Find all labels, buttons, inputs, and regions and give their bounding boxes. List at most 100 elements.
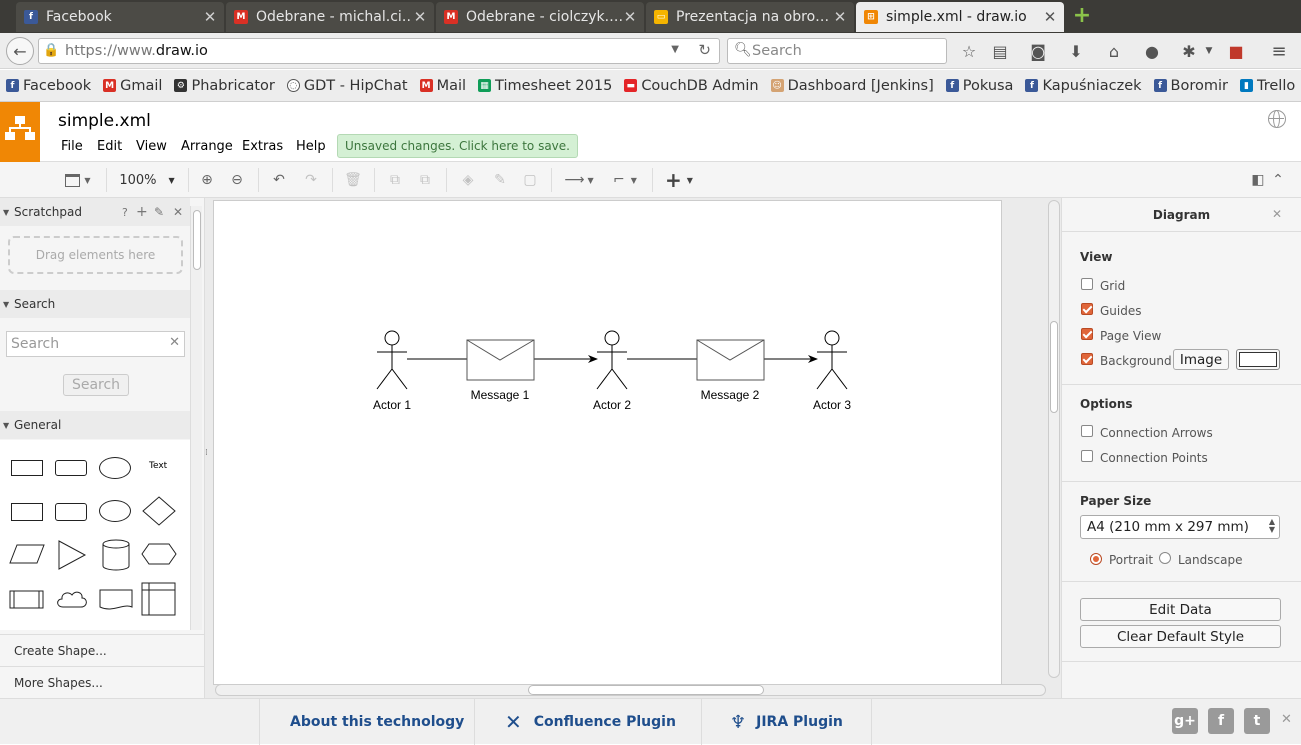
- message-label[interactable]: Message 1: [471, 388, 530, 402]
- reading-list-icon[interactable]: ▤: [992, 41, 1008, 61]
- close-icon[interactable]: ✕: [173, 205, 184, 219]
- to-back-icon[interactable]: ⧉: [420, 172, 430, 188]
- extension-icon[interactable]: ✱: [1182, 41, 1196, 61]
- paper-size-select[interactable]: A4 (210 mm x 297 mm) ▲▼: [1080, 515, 1280, 539]
- waypoints-button[interactable]: ⌐▼: [606, 170, 644, 190]
- addon-icon[interactable]: ■: [1228, 41, 1244, 61]
- new-tab-icon[interactable]: +: [1072, 3, 1092, 28]
- twitter-icon[interactable]: t: [1244, 708, 1270, 734]
- unsaved-changes-notice[interactable]: Unsaved changes. Click here to save.: [337, 134, 578, 158]
- background-image-button[interactable]: Image: [1173, 349, 1229, 370]
- actor-label[interactable]: Actor 1: [373, 398, 411, 412]
- hexagon-shape[interactable]: [141, 543, 177, 565]
- clear-search-icon[interactable]: ✕: [169, 335, 180, 350]
- actor-shape[interactable]: [816, 330, 848, 390]
- message-label[interactable]: Message 2: [701, 388, 760, 402]
- search-section-header[interactable]: ▼ Search: [0, 290, 190, 318]
- file-title[interactable]: simple.xml: [58, 111, 151, 131]
- bookmark-trello[interactable]: ▮Trello: [1240, 78, 1295, 94]
- close-icon[interactable]: ✕: [1272, 207, 1283, 221]
- scratchpad-drop-zone[interactable]: Drag elements here: [8, 236, 183, 274]
- download-icon[interactable]: ⬇: [1069, 41, 1083, 61]
- google-plus-icon[interactable]: g+: [1172, 708, 1198, 734]
- browser-search-input[interactable]: 🔍︎ Search: [727, 38, 947, 64]
- browser-tab[interactable]: f Facebook ✕: [16, 2, 224, 32]
- browser-tab-active[interactable]: ⊞ simple.xml - draw.io ✕: [856, 2, 1064, 32]
- close-tab-icon[interactable]: ✕: [1043, 8, 1057, 26]
- cloud-shape[interactable]: [55, 589, 89, 611]
- fill-color-icon[interactable]: ◈: [462, 172, 474, 188]
- menu-help[interactable]: Help: [296, 139, 326, 154]
- help-icon[interactable]: ?: [122, 205, 128, 219]
- general-section-header[interactable]: ▼ General: [0, 411, 190, 439]
- back-arrow-icon[interactable]: ←: [6, 37, 34, 65]
- scratchpad-header[interactable]: ▼ Scratchpad ? + ✎ ✕: [0, 198, 190, 226]
- add-icon[interactable]: +: [136, 204, 148, 220]
- bookmark-star-icon[interactable]: ☆: [961, 41, 977, 61]
- confluence-plugin-link[interactable]: ✕ Confluence Plugin: [475, 699, 702, 745]
- create-shape-link[interactable]: Create Shape...: [0, 634, 205, 666]
- collapse-icon[interactable]: ⌃: [1272, 172, 1284, 188]
- undo-icon[interactable]: ↶: [273, 172, 285, 188]
- scrollbar-thumb[interactable]: [528, 685, 764, 695]
- browser-tab[interactable]: M Odebrane - michal.ci… ✕: [226, 2, 434, 32]
- rectangle-shape[interactable]: [11, 460, 43, 476]
- menu-arrange[interactable]: Arrange: [181, 139, 233, 154]
- drawio-logo[interactable]: [0, 102, 40, 162]
- bookmark-phabricator[interactable]: ⚙Phabricator: [174, 78, 275, 94]
- clear-default-style-button[interactable]: Clear Default Style: [1080, 625, 1281, 648]
- bookmark-timesheet[interactable]: ▦Timesheet 2015: [478, 78, 612, 94]
- home-icon[interactable]: ⌂: [1108, 41, 1120, 61]
- shape-search-button[interactable]: Search: [63, 374, 129, 396]
- diamond-shape[interactable]: [141, 495, 177, 527]
- close-tab-icon[interactable]: ✕: [833, 8, 847, 26]
- sidebar-resize-handle[interactable]: ⁞: [205, 448, 208, 458]
- background-checkbox[interactable]: [1081, 353, 1093, 365]
- menu-extras[interactable]: Extras: [242, 139, 284, 154]
- actor-shape[interactable]: [376, 330, 408, 390]
- delete-icon[interactable]: 🗑︎: [344, 172, 362, 188]
- table-shape[interactable]: [141, 582, 177, 616]
- ellipse-shape[interactable]: [99, 457, 131, 479]
- redo-icon[interactable]: ↷: [305, 172, 317, 188]
- actor-shape[interactable]: [596, 330, 628, 390]
- actor-label[interactable]: Actor 2: [593, 398, 631, 412]
- zoom-out-icon[interactable]: ⊖: [231, 172, 243, 188]
- chat-icon[interactable]: ●: [1145, 41, 1159, 61]
- hamburger-menu-icon[interactable]: ≡: [1271, 40, 1287, 62]
- browser-tab[interactable]: ▭ Prezentacja na obro… ✕: [646, 2, 854, 32]
- close-tab-icon[interactable]: ✕: [203, 8, 217, 26]
- page-view-checkbox[interactable]: [1081, 328, 1093, 340]
- canvas-vertical-scrollbar[interactable]: [1048, 200, 1060, 678]
- triangle-shape[interactable]: [57, 539, 87, 571]
- panels-toggle-button[interactable]: ▼: [60, 170, 96, 190]
- connection-points-checkbox[interactable]: [1081, 450, 1093, 462]
- to-front-icon[interactable]: ⧉: [390, 172, 400, 188]
- rectangle-bold-shape[interactable]: [11, 503, 43, 521]
- rounded-rectangle-shape[interactable]: [55, 460, 87, 476]
- extension-dropdown-icon[interactable]: ▼: [1205, 46, 1213, 56]
- portrait-radio[interactable]: [1090, 553, 1102, 565]
- line-color-icon[interactable]: ✎: [494, 172, 506, 188]
- menu-edit[interactable]: Edit: [97, 139, 123, 154]
- landscape-radio[interactable]: [1159, 552, 1171, 564]
- connection-arrows-checkbox[interactable]: [1081, 425, 1093, 437]
- connection-style-button[interactable]: ⟶▼: [560, 170, 598, 190]
- more-shapes-link[interactable]: More Shapes...: [0, 666, 205, 698]
- grid-checkbox[interactable]: [1081, 278, 1093, 290]
- background-color-button[interactable]: [1236, 349, 1280, 370]
- actor-label[interactable]: Actor 3: [813, 398, 851, 412]
- shape-search-input[interactable]: Search ✕: [6, 331, 185, 357]
- format-panel-toggle-icon[interactable]: ◧: [1251, 172, 1265, 188]
- bookmark-hipchat[interactable]: ◌GDT - HipChat: [286, 78, 408, 94]
- zoom-in-icon[interactable]: ⊕: [201, 172, 213, 188]
- bookmark-couchdb[interactable]: ▬CouchDB Admin: [624, 78, 759, 94]
- document-shape[interactable]: [99, 589, 133, 613]
- parallelogram-shape[interactable]: [9, 543, 45, 565]
- facebook-share-icon[interactable]: f: [1208, 708, 1234, 734]
